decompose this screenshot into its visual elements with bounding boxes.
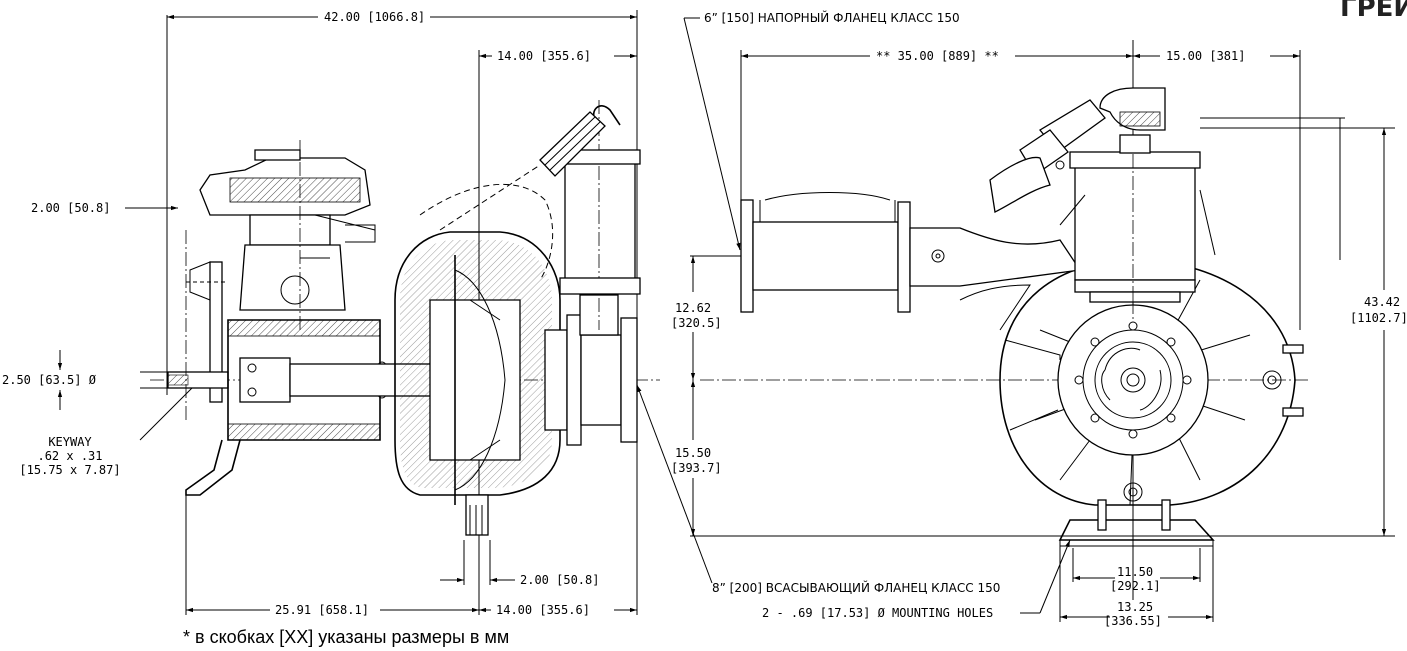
dim-foot-center-mm: [292.1] — [1110, 579, 1161, 593]
dim-discharge-offset: 14.00 [355.6] — [497, 49, 591, 63]
dim-foot-width: 13.25 — [1117, 600, 1153, 614]
dim-front-width: ** 35.00 [889] ** — [876, 49, 999, 63]
dim-shaft-diameter: 2.50 [63.5] Ø — [2, 373, 97, 387]
dim-foot-width-mm: [336.55] — [1104, 614, 1162, 628]
dim-overall-length: 42.00 [1066.8] — [324, 10, 425, 24]
keyway-mm: [15.75 x 7.87] — [19, 463, 120, 477]
side-view — [57, 10, 660, 615]
front-view — [636, 17, 1395, 622]
mounting-holes-note: 2 - .69 [17.53] Ø MOUNTING HOLES — [762, 606, 993, 620]
dim-base-right: 14.00 [355.6] — [496, 603, 590, 617]
dim-foot-center: 11.50 — [1117, 565, 1153, 579]
dim-front-right: 15.00 [381] — [1166, 49, 1245, 63]
dim-upper-height-mm: [320.5] — [671, 316, 722, 330]
discharge-flange-note: 6” [150] НАПОРНЫЙ ФЛАНЕЦ КЛАСС 150 — [704, 10, 960, 25]
dim-top-offset: 2.00 [50.8] — [31, 201, 110, 215]
dim-total-height: 43.42 — [1364, 295, 1400, 309]
dim-base-length: 25.91 [658.1] — [275, 603, 369, 617]
dim-bottom-offset: 2.00 [50.8] — [520, 573, 599, 587]
corner-title: ГРЕЙ — [1340, 0, 1407, 23]
dim-upper-height: 12.62 — [675, 301, 711, 315]
dim-total-height-mm: [1102.7] — [1350, 311, 1407, 325]
keyway-inches: .62 x .31 — [37, 449, 102, 463]
dim-lower-height-mm: [393.7] — [671, 461, 722, 475]
dim-lower-height: 15.50 — [675, 446, 711, 460]
keyway-title: KEYWAY — [48, 435, 92, 449]
suction-flange-note: 8” [200] ВСАСЫВАЮЩИЙ ФЛАНЕЦ КЛАСС 150 — [712, 580, 1000, 595]
footnote: * в скобках [XX] указаны размеры в мм — [183, 627, 509, 647]
